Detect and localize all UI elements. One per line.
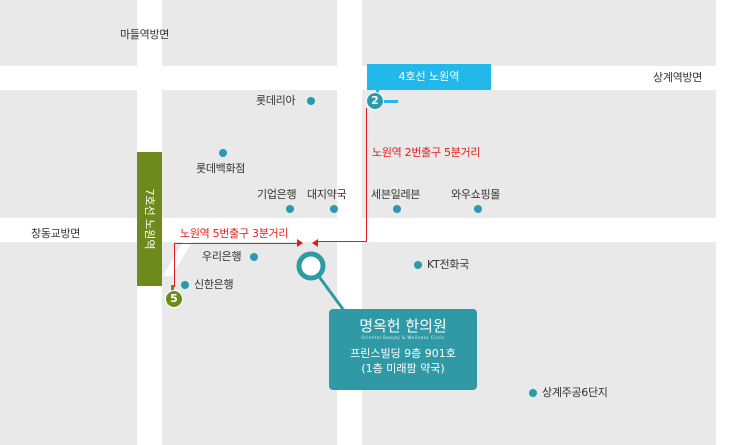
line7-station-label: 7호선 노원역 xyxy=(137,152,162,286)
landmark-shinhan-dot xyxy=(181,281,189,289)
landmark-seven-dot xyxy=(393,205,401,213)
line7-station-text: 7호선 노원역 xyxy=(143,188,156,250)
area-label-sanggye: 상계역방면 xyxy=(653,71,703,84)
landmark-woori: 우리은행 xyxy=(202,250,242,263)
exit2-connector-h xyxy=(376,100,398,103)
landmark-seven: 세븐일레븐 xyxy=(371,188,421,201)
hospital-address-line1: 프린스빌딩 9층 901호 xyxy=(350,347,456,360)
landmark-wow: 와우쇼핑몰 xyxy=(451,188,501,201)
landmark-wow-dot xyxy=(474,205,482,213)
route-exit5-label: 노원역 5번출구 3분거리 xyxy=(180,227,289,240)
landmark-kt: KT전화국 xyxy=(427,258,469,271)
landmark-lotteria-dot xyxy=(307,97,315,105)
landmark-lotteria: 롯데리아 xyxy=(256,94,296,107)
route-exit2-label: 노원역 2번출구 5분거리 xyxy=(372,146,481,159)
route-exit5-horizontal xyxy=(174,243,298,244)
landmark-lotte-dept: 롯데백화점 xyxy=(196,162,246,175)
line4-station-label: 4호선 노원역 xyxy=(367,64,491,90)
road-vertical-right xyxy=(716,0,743,445)
exit5-badge: 5 xyxy=(165,290,183,308)
landmark-shinhan: 신한은행 xyxy=(194,278,234,291)
area-label-madeul: 마들역방면 xyxy=(120,28,170,41)
hospital-address-line2: (1층 미래팜 약국) xyxy=(361,362,445,375)
hospital-name: 명옥헌 한의원 xyxy=(359,317,447,335)
route-exit5-vertical xyxy=(174,243,175,287)
hospital-subtitle: Oriental Beauty & Wellness Clinic xyxy=(361,335,445,340)
landmark-kt-dot xyxy=(414,261,422,269)
hospital-info-card: 명옥헌 한의원 Oriental Beauty & Wellness Clini… xyxy=(329,309,477,390)
landmark-woori-dot xyxy=(250,253,258,261)
landmark-daeji-dot xyxy=(330,205,338,213)
landmark-apt: 상계주공6단지 xyxy=(542,386,608,399)
exit2-badge: 2 xyxy=(366,92,384,110)
landmark-lotte-dept-dot xyxy=(219,149,227,157)
route-exit2-horizontal xyxy=(318,241,367,242)
road-horizontal-middle xyxy=(0,218,743,242)
route-exit2-vertical xyxy=(366,108,367,242)
landmark-daeji: 대지약국 xyxy=(307,188,347,201)
route-arrow-icon xyxy=(297,239,318,247)
landmark-ibk-dot xyxy=(286,205,294,213)
exit5-connector xyxy=(171,285,174,294)
area-label-changdong: 창동교방면 xyxy=(31,227,81,240)
landmark-ibk: 기업은행 xyxy=(257,188,297,201)
landmark-apt-dot xyxy=(529,389,537,397)
location-pin-icon xyxy=(296,251,347,313)
road-diagonal xyxy=(163,240,193,276)
